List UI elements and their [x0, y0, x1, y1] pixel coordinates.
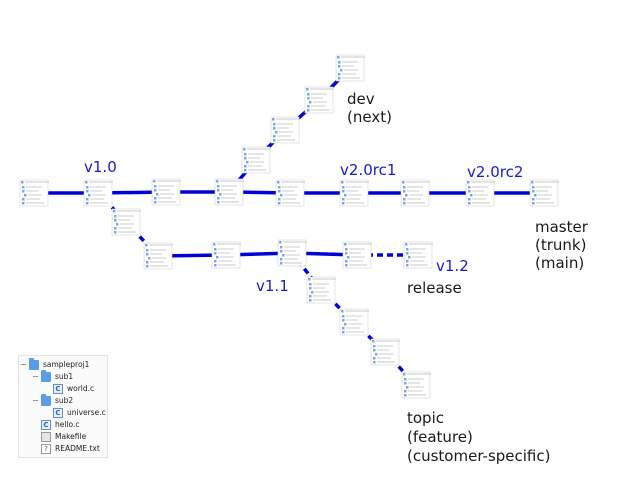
- branch-master-line: (main): [535, 254, 584, 272]
- c-file-icon: C: [53, 408, 63, 418]
- tag-v1-2: v1.2: [436, 257, 469, 275]
- branch-dev: dev (next): [347, 90, 392, 126]
- file-tree-label: Makefile: [55, 432, 87, 441]
- commit-snapshot-thumbnail: [339, 179, 369, 207]
- commit-snapshot-thumbnail: [335, 54, 365, 82]
- commit-edges: [34, 66, 544, 387]
- file-tree-item[interactable]: − sub2: [19, 394, 105, 407]
- commit-snapshot-thumbnail: [151, 178, 181, 206]
- file-tree-label: README.txt: [55, 444, 100, 453]
- commit-snapshot-thumbnail: [270, 116, 300, 144]
- commit-snapshot-thumbnail: [19, 179, 49, 207]
- branch-master-line: master: [535, 218, 589, 236]
- file-tree-label: sampleproj1: [43, 360, 90, 369]
- collapse-toggle-icon[interactable]: −: [20, 360, 27, 369]
- tag-v2-0rc1: v2.0rc1: [340, 161, 396, 179]
- commit-snapshot-thumbnail: [400, 179, 430, 207]
- file-tree-label: hello.c: [55, 420, 80, 429]
- commit-edge: [290, 251, 323, 292]
- tag-v2-0rc2: v2.0rc2: [467, 163, 523, 181]
- commit-snapshot-thumbnail: [214, 178, 244, 206]
- commit-snapshot-thumbnail: [241, 146, 271, 174]
- collapse-toggle-icon[interactable]: −: [32, 396, 39, 405]
- commit-nodes: [19, 54, 559, 399]
- commit-snapshot-thumbnail: [370, 338, 400, 366]
- commit-snapshot-thumbnail: [83, 179, 113, 207]
- branch-release-line: release: [407, 279, 462, 297]
- file-tree-label: sub2: [55, 396, 74, 405]
- file-tree-item[interactable]: − sampleproj1: [19, 358, 105, 371]
- commit-snapshot-thumbnail: [304, 86, 334, 114]
- c-file-icon: C: [41, 420, 51, 430]
- branch-topic-line: (feature): [407, 428, 473, 446]
- commit-snapshot-thumbnail: [403, 241, 433, 269]
- branch-dev-line: (next): [347, 108, 392, 126]
- folder-icon: [41, 394, 51, 406]
- folder-icon: [29, 358, 39, 370]
- c-file-icon: C: [53, 384, 63, 394]
- commit-snapshot-thumbnail: [277, 239, 307, 267]
- file-tree-label: world.c: [67, 384, 95, 393]
- commit-snapshot-thumbnail: [143, 242, 173, 270]
- commit-edge: [124, 220, 160, 258]
- commit-snapshot-thumbnail: [465, 179, 495, 207]
- commit-edge: [319, 288, 356, 324]
- commit-snapshot-thumbnail: [275, 179, 305, 207]
- commit-snapshot-thumbnail: [306, 276, 336, 304]
- branch-topic-line: topic: [407, 409, 444, 427]
- collapse-toggle-icon[interactable]: −: [32, 372, 39, 381]
- file-tree-label: sub1: [55, 372, 74, 381]
- branch-release: release: [407, 279, 462, 297]
- branch-master-line: (trunk): [535, 236, 586, 254]
- commit-snapshot-thumbnail: [401, 371, 431, 399]
- commit-snapshot-thumbnail: [529, 179, 559, 207]
- commit-edge: [383, 350, 418, 387]
- file-tree-item[interactable]: ? README.txt: [19, 443, 105, 455]
- file-tree-item[interactable]: − sub1: [19, 370, 105, 383]
- tag-v1-0: v1.0: [84, 158, 117, 176]
- commit-snapshot-thumbnail: [111, 208, 141, 236]
- commit-snapshot-thumbnail: [342, 241, 372, 269]
- commit-snapshot-thumbnail: [339, 308, 369, 336]
- branch-topic-line: (customer-specific): [407, 447, 550, 465]
- branch-dev-line: dev: [347, 90, 375, 108]
- tag-v1-1: v1.1: [256, 277, 289, 295]
- file-tree-item[interactable]: Makefile: [19, 431, 105, 443]
- folder-icon: [41, 370, 51, 382]
- text-file-icon: ?: [41, 444, 51, 454]
- makefile-icon: [41, 432, 51, 442]
- branch-master: master (trunk) (main): [535, 218, 593, 272]
- file-tree-label: universe.c: [67, 408, 106, 417]
- branch-topic: topic (feature) (customer-specific): [407, 409, 550, 465]
- commit-snapshot-thumbnail: [211, 241, 241, 269]
